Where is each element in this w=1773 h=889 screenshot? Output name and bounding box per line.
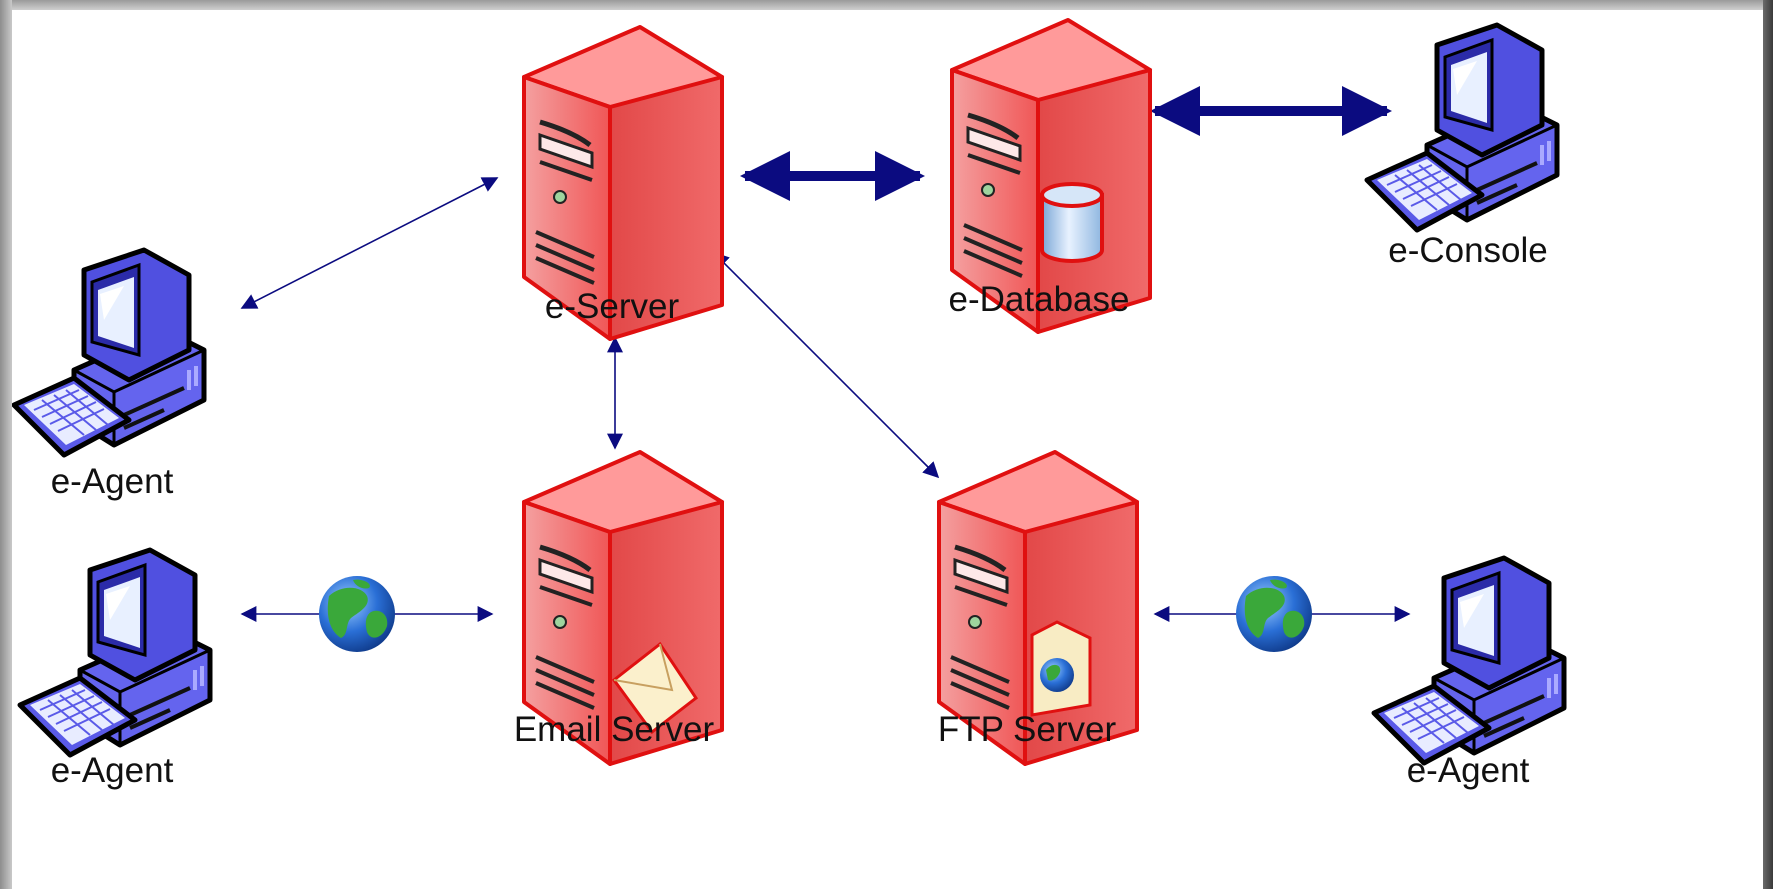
email-server-label: Email Server <box>513 710 715 749</box>
envelope-icon <box>611 641 699 735</box>
window-frame-top <box>0 0 1773 10</box>
e-agent-bottom-right-label: e-Agent <box>1406 751 1530 790</box>
globe-icon <box>1236 576 1312 652</box>
e-agent-left-label: e-Agent <box>50 462 174 501</box>
diagram-canvas: e-Server e-Database e-Console e-Agent Em… <box>12 10 1763 889</box>
email-server-node <box>524 452 722 764</box>
link-eserver-ftpserver <box>712 251 940 479</box>
window-frame-left <box>0 0 12 889</box>
e-agent-bottom-left-label: e-Agent <box>50 751 174 790</box>
ftp-server-label: FTP Server <box>937 710 1117 749</box>
globe-icon <box>319 576 395 652</box>
ftp-server-node <box>939 452 1137 764</box>
link-eserver-eagent-left <box>240 177 499 309</box>
folder-globe-icon <box>1030 620 1092 717</box>
network-diagram <box>12 10 1763 889</box>
e-agent-left-computer-icon <box>14 250 204 455</box>
e-console-label: e-Console <box>1388 231 1548 270</box>
database-icon <box>1040 182 1104 263</box>
window-frame-right <box>1763 0 1773 889</box>
e-server-label: e-Server <box>544 287 680 326</box>
e-console-computer-icon <box>1367 25 1557 230</box>
e-agent-bottom-right-computer-icon <box>1374 558 1564 763</box>
e-database-label: e-Database <box>948 280 1130 319</box>
e-database-node <box>952 20 1150 332</box>
e-agent-bottom-left-computer-icon <box>20 550 210 755</box>
connections <box>240 86 1411 622</box>
